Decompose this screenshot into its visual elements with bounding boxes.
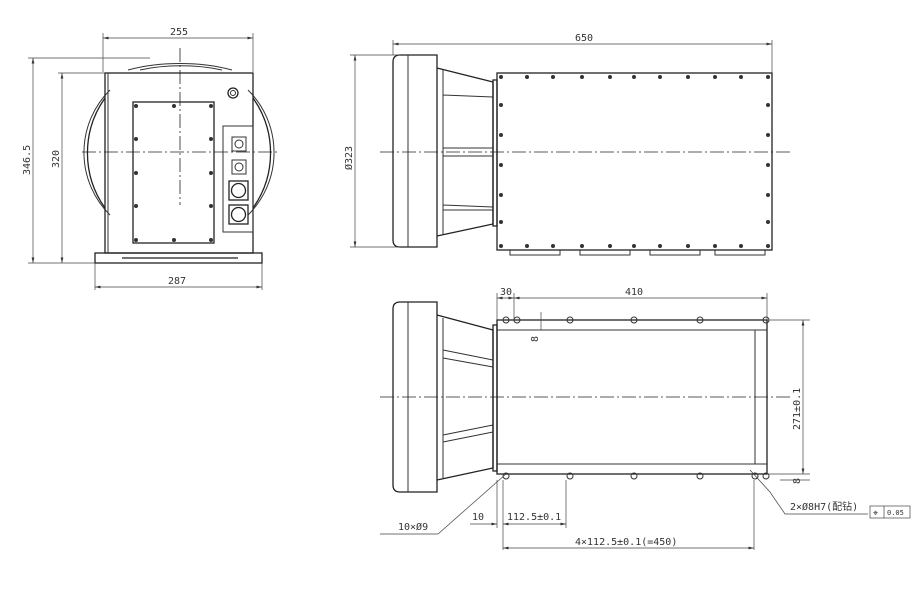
dim-650: 650 — [575, 33, 593, 44]
panel-bolts — [134, 104, 213, 242]
dim-pitch-total: 4×112.5±0.1(=450) — [575, 537, 677, 548]
position-tolerance-frame: ⌖ 0.05 — [869, 505, 911, 519]
dim-346-5: 346.5 — [22, 145, 33, 175]
dim-410: 410 — [625, 287, 643, 298]
tolerance-value: 0.05 — [887, 509, 904, 517]
dim-8-bottom: 8 — [792, 478, 803, 484]
mounting-holes — [502, 316, 770, 480]
dim-8-top: 8 — [530, 336, 541, 342]
dim-255: 255 — [170, 27, 188, 38]
side-view: 650 Ø323 — [343, 33, 790, 256]
front-view: 255 287 346.5 320 — [22, 27, 277, 290]
dim-271: 271±0.1 — [792, 388, 803, 430]
position-icon: ⌖ — [873, 509, 878, 519]
dim-diameter-323: Ø323 — [343, 146, 355, 170]
hole-callout: 10×Ø9 — [398, 521, 428, 533]
pin-callout: 2×Ø8H7(配钻) — [790, 500, 858, 513]
dim-pitch: 112.5±0.1 — [507, 512, 561, 523]
dim-287: 287 — [168, 276, 186, 287]
dim-30: 30 — [500, 287, 512, 298]
dim-10: 10 — [472, 512, 484, 523]
cover-bolts — [499, 75, 770, 248]
dim-320: 320 — [51, 150, 62, 168]
connectors — [228, 136, 249, 225]
top-view: 30 410 8 271±0.1 8 10 112.5±0.1 4×112.5±… — [380, 287, 911, 550]
